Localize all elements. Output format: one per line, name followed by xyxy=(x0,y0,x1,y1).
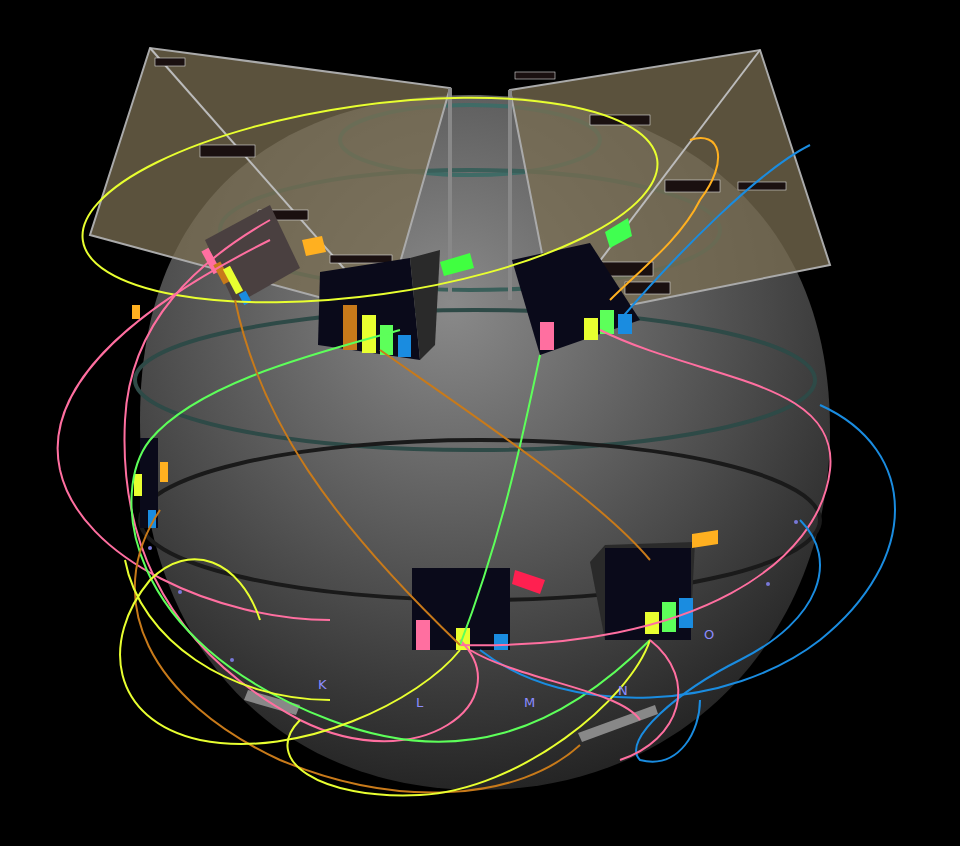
axis-letter: K xyxy=(318,678,327,691)
sphere-marks xyxy=(148,520,798,662)
axis-letter: M xyxy=(524,696,535,709)
bar-chart-boxes xyxy=(132,205,718,742)
axis-letter: N xyxy=(618,684,628,697)
link-curves xyxy=(58,66,895,796)
axis-letter: L xyxy=(416,696,423,709)
axis-letter: O xyxy=(704,628,714,641)
